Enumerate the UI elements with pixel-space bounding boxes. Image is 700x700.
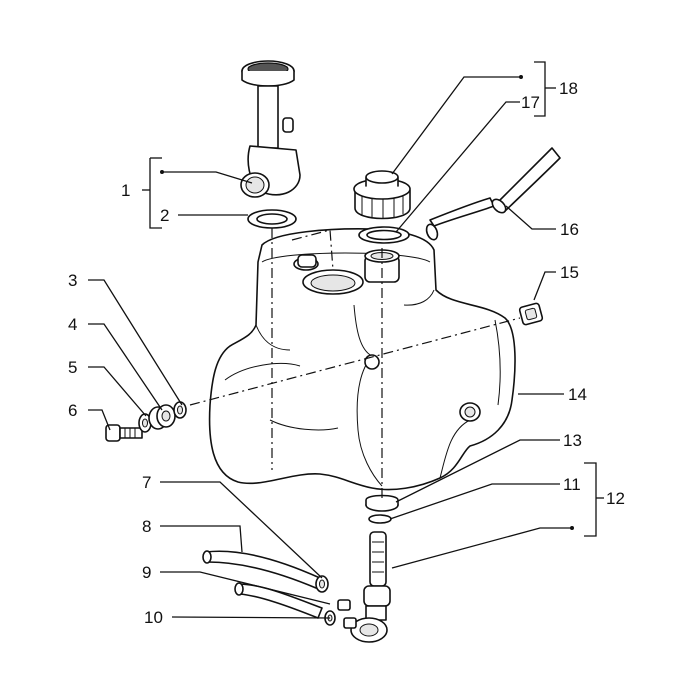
fuel-tank (208, 228, 516, 491)
callout-12: 12 (606, 489, 625, 508)
leader-lines (88, 61, 604, 619)
filler-neck (240, 60, 301, 198)
callout-labels: 1 2 3 4 5 6 7 8 9 10 11 12 13 14 15 16 1… (68, 79, 625, 627)
callout-14: 14 (568, 385, 587, 404)
callout-13: 13 (563, 431, 582, 450)
callout-7: 7 (142, 473, 151, 492)
fuel-tap (337, 531, 391, 643)
callout-17: 17 (521, 93, 540, 112)
retaining-clip (368, 514, 392, 524)
fuel-hose-lower (234, 582, 323, 619)
rubber-bushing (148, 404, 176, 430)
mounting-screw (105, 424, 143, 442)
hose-clamp (365, 494, 399, 512)
fuel-hose-upper (202, 550, 321, 589)
callout-8: 8 (142, 517, 151, 536)
filler-neck-seal (247, 209, 297, 229)
callout-9: 9 (142, 563, 151, 582)
assembly-axes (189, 228, 521, 500)
callout-11: 11 (563, 475, 581, 494)
callout-5: 5 (68, 358, 77, 377)
callout-4: 4 (68, 315, 77, 334)
callout-3: 3 (68, 271, 77, 290)
callout-10: 10 (144, 608, 163, 627)
spacer-ring (173, 401, 187, 419)
callout-18: 18 (559, 79, 578, 98)
breather-hose (425, 147, 561, 241)
callout-6: 6 (68, 401, 77, 420)
callout-2: 2 (160, 206, 169, 225)
callout-16: 16 (560, 220, 579, 239)
cap-gasket (358, 226, 410, 244)
grommet (518, 302, 544, 326)
hose-clip-upper (315, 575, 329, 593)
tank-cap (353, 170, 411, 220)
callout-15: 15 (560, 263, 579, 282)
callout-1: 1 (121, 181, 130, 200)
